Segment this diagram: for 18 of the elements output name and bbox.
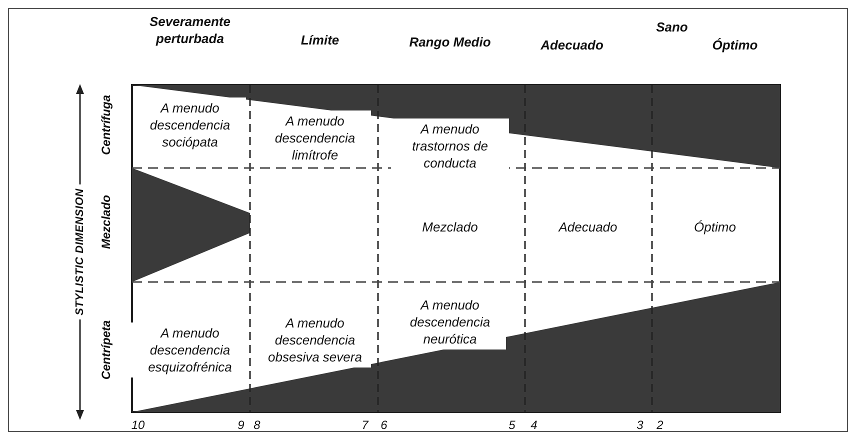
scale-number: 5 — [508, 417, 516, 434]
scale-number: 4 — [530, 417, 538, 434]
column-header: Rango Medio — [408, 34, 492, 50]
column-header: Óptimo — [711, 36, 759, 54]
scale-number: 10 — [131, 417, 145, 434]
column-header: Severamente perturbada — [148, 13, 232, 47]
scale-number: 6 — [380, 417, 388, 434]
row-label: Centrípeta — [98, 320, 114, 380]
column-header: Límite — [300, 32, 340, 48]
scale-number: 9 — [238, 417, 244, 434]
scale-number: 7 — [362, 417, 368, 434]
scale-number: 2 — [656, 417, 664, 434]
column-header: Sano — [655, 18, 689, 36]
scale-number: 3 — [636, 417, 644, 434]
scale-number: 8 — [254, 417, 260, 434]
row-label: Centrífuga — [98, 95, 114, 155]
row-label: Mezclado — [98, 195, 114, 249]
column-header: Adecuado — [540, 36, 604, 54]
